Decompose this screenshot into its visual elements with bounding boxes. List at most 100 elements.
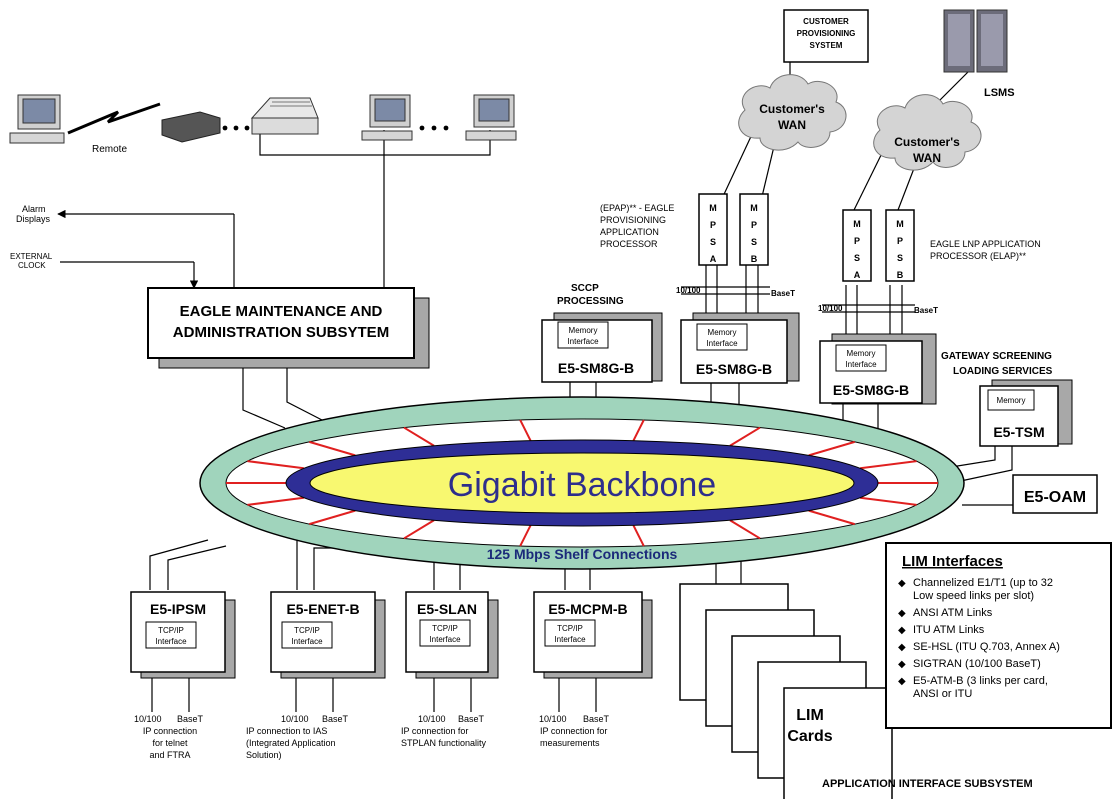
remote-label: Remote <box>92 144 127 155</box>
ip-labels: 10/100 BaseT IP connection for telnet an… <box>134 714 610 760</box>
backbone-spoke <box>519 419 532 442</box>
backbone-spoke <box>808 509 855 526</box>
pc-terminal-icon <box>361 94 413 141</box>
backbone-spoke <box>729 519 761 540</box>
backbone-spoke <box>309 509 356 526</box>
tcpip-label-line2: Interface <box>554 635 586 644</box>
elap-label: EAGLE LNP APPLICATION PROCESSOR (ELAP)** <box>930 239 1041 261</box>
customer-system-line1: CUSTOMER <box>803 17 849 26</box>
maintenance-title-line2: ADMINISTRATION SUBSYTEM <box>173 324 389 341</box>
mps-letter: P <box>854 236 860 246</box>
bottom-cards: E5-IPSMTCP/IPInterfaceE5-ENET-BTCP/IPInt… <box>130 591 653 679</box>
tsm-name: E5-TSM <box>993 424 1044 440</box>
mps-letter: B <box>897 270 904 280</box>
tcpip-label-line1: TCP/IP <box>557 624 583 633</box>
diamond-bullet-icon: ◆ <box>898 608 906 619</box>
backbone-spoke <box>808 440 855 457</box>
epap-line4: PROCESSOR <box>600 239 658 249</box>
lim-interface-item: Low speed links per slot) <box>913 590 1034 602</box>
clock-line2: CLOCK <box>18 261 46 270</box>
mps-letter: A <box>854 270 861 280</box>
backbone-spoke <box>519 524 532 547</box>
memory-label-line2: Interface <box>845 360 877 369</box>
sccp-processing-label: SCCP PROCESSING <box>557 283 624 307</box>
sm8g-right-name: E5-SM8G-B <box>833 382 909 398</box>
backbone-spoke <box>729 426 761 447</box>
slan-rate: 10/100 <box>418 714 446 724</box>
sccp-line2: PROCESSING <box>557 296 624 307</box>
tcpip-label-line2: Interface <box>429 635 461 644</box>
mps-letter: S <box>854 253 860 263</box>
bottom-card-name: E5-IPSM <box>150 601 206 617</box>
tsm-memory-label: Memory <box>997 396 1026 405</box>
memory-label-line1: Memory <box>569 326 598 335</box>
maintenance-title-line1: EAGLE MAINTENANCE AND <box>180 303 383 320</box>
mps-center-rate: 10/100 <box>676 286 701 295</box>
application-interface-subsystem-label: APPLICATION INTERFACE SUBSYSTEM <box>822 778 1033 790</box>
ipsm-desc-1: IP connection <box>143 726 197 736</box>
enet-rate: 10/100 <box>281 714 309 724</box>
bottom-card-name: E5-MCPM-B <box>548 601 627 617</box>
wan-right-line1: Customer's <box>894 135 960 149</box>
mps-right-rate: 10/100 <box>818 304 843 313</box>
lim-interface-item: ANSI ATM Links <box>913 607 993 619</box>
tcpip-label-line1: TCP/IP <box>432 624 458 633</box>
backbone-spoke <box>860 496 917 506</box>
memory-label-line2: Interface <box>706 339 738 348</box>
lsms-label: LSMS <box>984 87 1015 99</box>
backbone-title: Gigabit Backbone <box>448 466 716 504</box>
lim-interface-item: Channelized E1/T1 (up to 32 <box>913 577 1053 589</box>
mcpm-desc-2: measurements <box>540 738 600 748</box>
diamond-bullet-icon: ◆ <box>898 642 906 653</box>
alarm-line2: Displays <box>16 214 51 224</box>
slan-desc-1: IP connection for <box>401 726 468 736</box>
mcpm-desc-1: IP connection for <box>540 726 607 736</box>
memory-label-line2: Interface <box>567 337 599 346</box>
diamond-bullet-icon: ◆ <box>898 625 906 636</box>
mps-letter: A <box>710 254 717 264</box>
ipsm-baset: BaseT <box>177 714 204 724</box>
lsms-server-icon <box>943 9 1008 73</box>
backbone-spoke <box>403 519 435 540</box>
elap-line1: EAGLE LNP APPLICATION <box>930 239 1041 249</box>
backbone-spoke <box>309 440 356 457</box>
mps-letter: S <box>751 237 757 247</box>
slan-desc-2: STPLAN functionality <box>401 738 487 748</box>
alarm-displays-label: Alarm Displays <box>16 204 51 224</box>
mps-letter: M <box>853 219 861 229</box>
ipsm-desc-3: and FTRA <box>149 750 190 760</box>
lim-cards-stack <box>679 583 893 799</box>
clock-line1: EXTERNAL <box>10 252 53 261</box>
customer-system-line2: PROVISIONING <box>797 29 856 38</box>
diamond-bullet-icon: ◆ <box>898 659 906 670</box>
lim-interface-item: ITU ATM Links <box>913 624 985 636</box>
mps-letter: P <box>751 220 757 230</box>
gigabit-backbone: Gigabit Backbone 125 Mbps Shelf Connecti… <box>199 396 965 570</box>
sm8g-card-right: Memory Interface E5-SM8G-B <box>819 333 937 405</box>
mcpm-baset: BaseT <box>583 714 610 724</box>
elap-line2: PROCESSOR (ELAP)** <box>930 251 1027 261</box>
oam-name: E5-OAM <box>1024 489 1086 506</box>
alarm-line1: Alarm <box>22 204 46 214</box>
mps-letter: B <box>751 254 758 264</box>
backbone-spoke <box>860 460 917 470</box>
wan-center-line2: WAN <box>778 118 806 132</box>
backbone-spokes <box>226 419 938 547</box>
sm8g-card-sccp: Memory Interface E5-SM8G-B <box>541 312 663 383</box>
lim-interfaces-box: LIM Interfaces ◆Channelized E1/T1 (up to… <box>885 542 1112 729</box>
tcpip-label-line2: Interface <box>291 637 323 646</box>
mps-right-baset: BaseT <box>914 306 938 315</box>
ipsm-desc-2: for telnet <box>152 738 188 748</box>
tsm-card: Memory E5-TSM <box>979 379 1073 447</box>
gateway-line1: GATEWAY SCREENING <box>941 351 1052 362</box>
epap-line3: APPLICATION <box>600 227 659 237</box>
bottom-card: E5-MCPM-B TCP/IP Interface <box>533 591 653 679</box>
shelf-connections-label: 125 Mbps Shelf Connections <box>487 546 678 562</box>
